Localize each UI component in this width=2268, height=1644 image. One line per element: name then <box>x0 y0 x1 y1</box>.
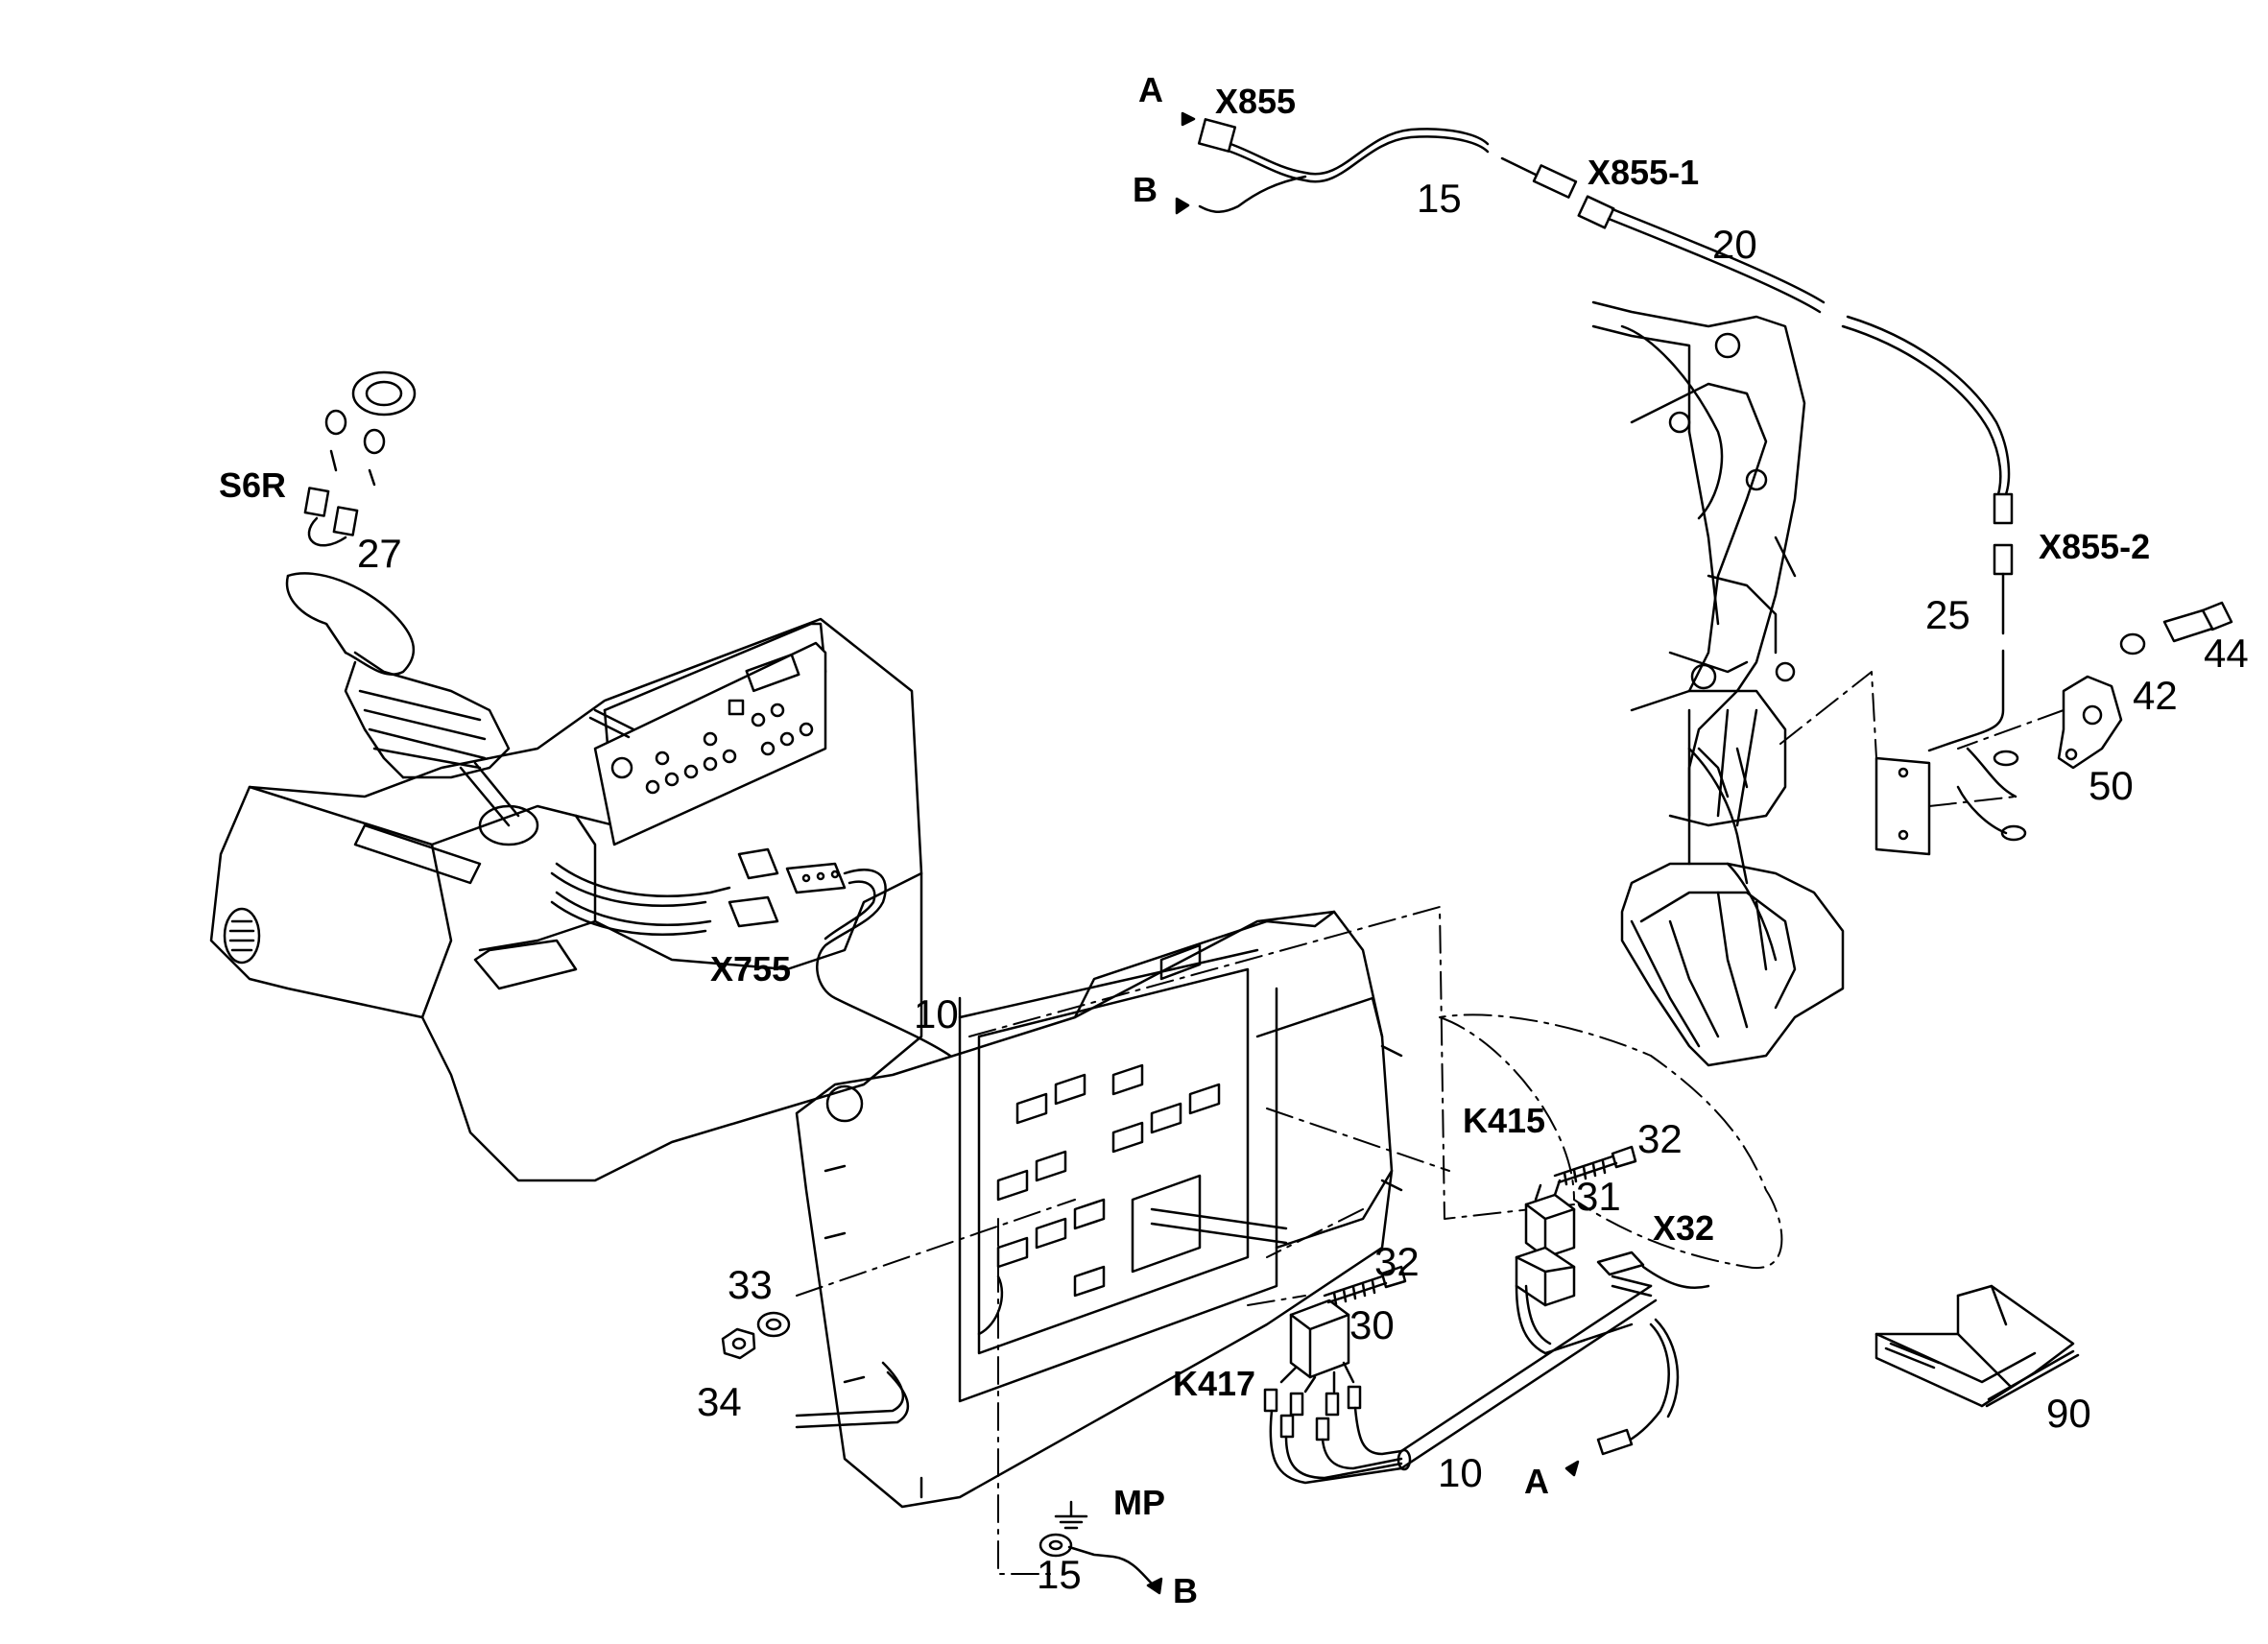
label-10-bottom: 10 <box>1438 1450 1483 1495</box>
switch-s6r-a <box>303 487 330 517</box>
label-b-bottom: B <box>1173 1571 1198 1610</box>
arrow-b-bottom-icon <box>1146 1577 1163 1595</box>
bracket-assembly <box>1874 601 2233 856</box>
connector-x855-2-upper <box>1993 492 2014 525</box>
arrow-a-top-icon <box>1181 111 1196 127</box>
label-90: 90 <box>2046 1391 2091 1436</box>
label-31: 31 <box>1576 1174 1621 1219</box>
label-30: 30 <box>1349 1302 1395 1347</box>
label-x855-2: X855-2 <box>2039 527 2151 566</box>
relay-k417 <box>1263 1265 1407 1485</box>
display-screen <box>745 653 800 693</box>
joystick-assembly <box>285 370 539 846</box>
harness-x32 <box>1397 1251 1710 1477</box>
label-b-top: B <box>1133 170 1158 209</box>
connector-x32 <box>1596 1251 1645 1276</box>
control-panel <box>588 641 827 846</box>
panel-button <box>728 699 745 716</box>
ground-mp <box>1039 1500 1163 1595</box>
label-x855: X855 <box>1215 82 1297 121</box>
label-20: 20 <box>1712 222 1757 267</box>
washer-42 <box>2119 632 2146 655</box>
switch-s6r-b <box>332 506 359 536</box>
manual-book-icon <box>1874 1284 2080 1408</box>
connector-x755-a <box>737 847 779 880</box>
connector-x855-1-male <box>1532 164 1578 199</box>
label-50: 50 <box>2089 763 2134 808</box>
label-15-top: 15 <box>1417 176 1462 221</box>
pivot-pin-top <box>1714 332 1741 359</box>
label-mp: MP <box>1113 1483 1165 1522</box>
connector-x755-b <box>728 895 779 928</box>
ground-icon <box>1054 1500 1088 1530</box>
relay-k415 <box>1515 1145 1637 1307</box>
label-27: 27 <box>357 531 402 576</box>
screw-32-lower <box>1323 1275 1388 1306</box>
arrow-a-bottom-icon <box>1564 1460 1580 1477</box>
label-15-bottom: 15 <box>1037 1552 1082 1597</box>
screw-32-upper <box>1553 1155 1618 1186</box>
label-x755: X755 <box>710 949 792 989</box>
label-x32: X32 <box>1653 1208 1715 1248</box>
connector-x32-end <box>1596 1428 1634 1456</box>
label-k417: K417 <box>1173 1364 1256 1403</box>
label-a-top: A <box>1138 70 1163 109</box>
electrical-box <box>795 910 1403 1509</box>
switch-cap <box>351 370 417 417</box>
label-42: 42 <box>2133 673 2178 718</box>
toggle-lever <box>588 708 635 739</box>
vent-grille <box>223 907 261 965</box>
label-10-mid: 10 <box>914 991 959 1036</box>
connector-x855-1-female <box>1577 195 1615 229</box>
label-a-bottom: A <box>1524 1462 1549 1501</box>
ring-terminal <box>1039 1533 1073 1558</box>
label-44: 44 <box>2204 631 2249 676</box>
label-33: 33 <box>728 1262 773 1307</box>
mounting-plate <box>1874 756 1931 856</box>
harness-x755 <box>550 847 952 1058</box>
label-34: 34 <box>697 1379 742 1424</box>
washer-33 <box>756 1311 791 1338</box>
label-32-b: 32 <box>1374 1239 1420 1284</box>
bucket <box>1620 862 1845 1067</box>
connector-x855 <box>1197 118 1237 153</box>
cable-x855-assembly <box>1175 111 2014 746</box>
label-s6r: S6R <box>219 465 287 505</box>
nut-34 <box>721 1327 756 1360</box>
label-32-a: 32 <box>1637 1116 1683 1161</box>
connector-x855-2-lower <box>1993 543 2014 576</box>
pivot-pin-mid <box>1668 411 1691 434</box>
excavator-arm-drawing <box>1591 300 1845 1067</box>
reference-lines <box>796 671 2065 1575</box>
label-25: 25 <box>1925 592 1970 637</box>
arrow-b-top-icon <box>1175 197 1190 215</box>
label-x855-1: X855-1 <box>1588 153 1700 192</box>
label-k415: K415 <box>1463 1101 1546 1140</box>
connector-x755-c <box>785 862 847 894</box>
fasteners-33-34 <box>721 1311 791 1360</box>
